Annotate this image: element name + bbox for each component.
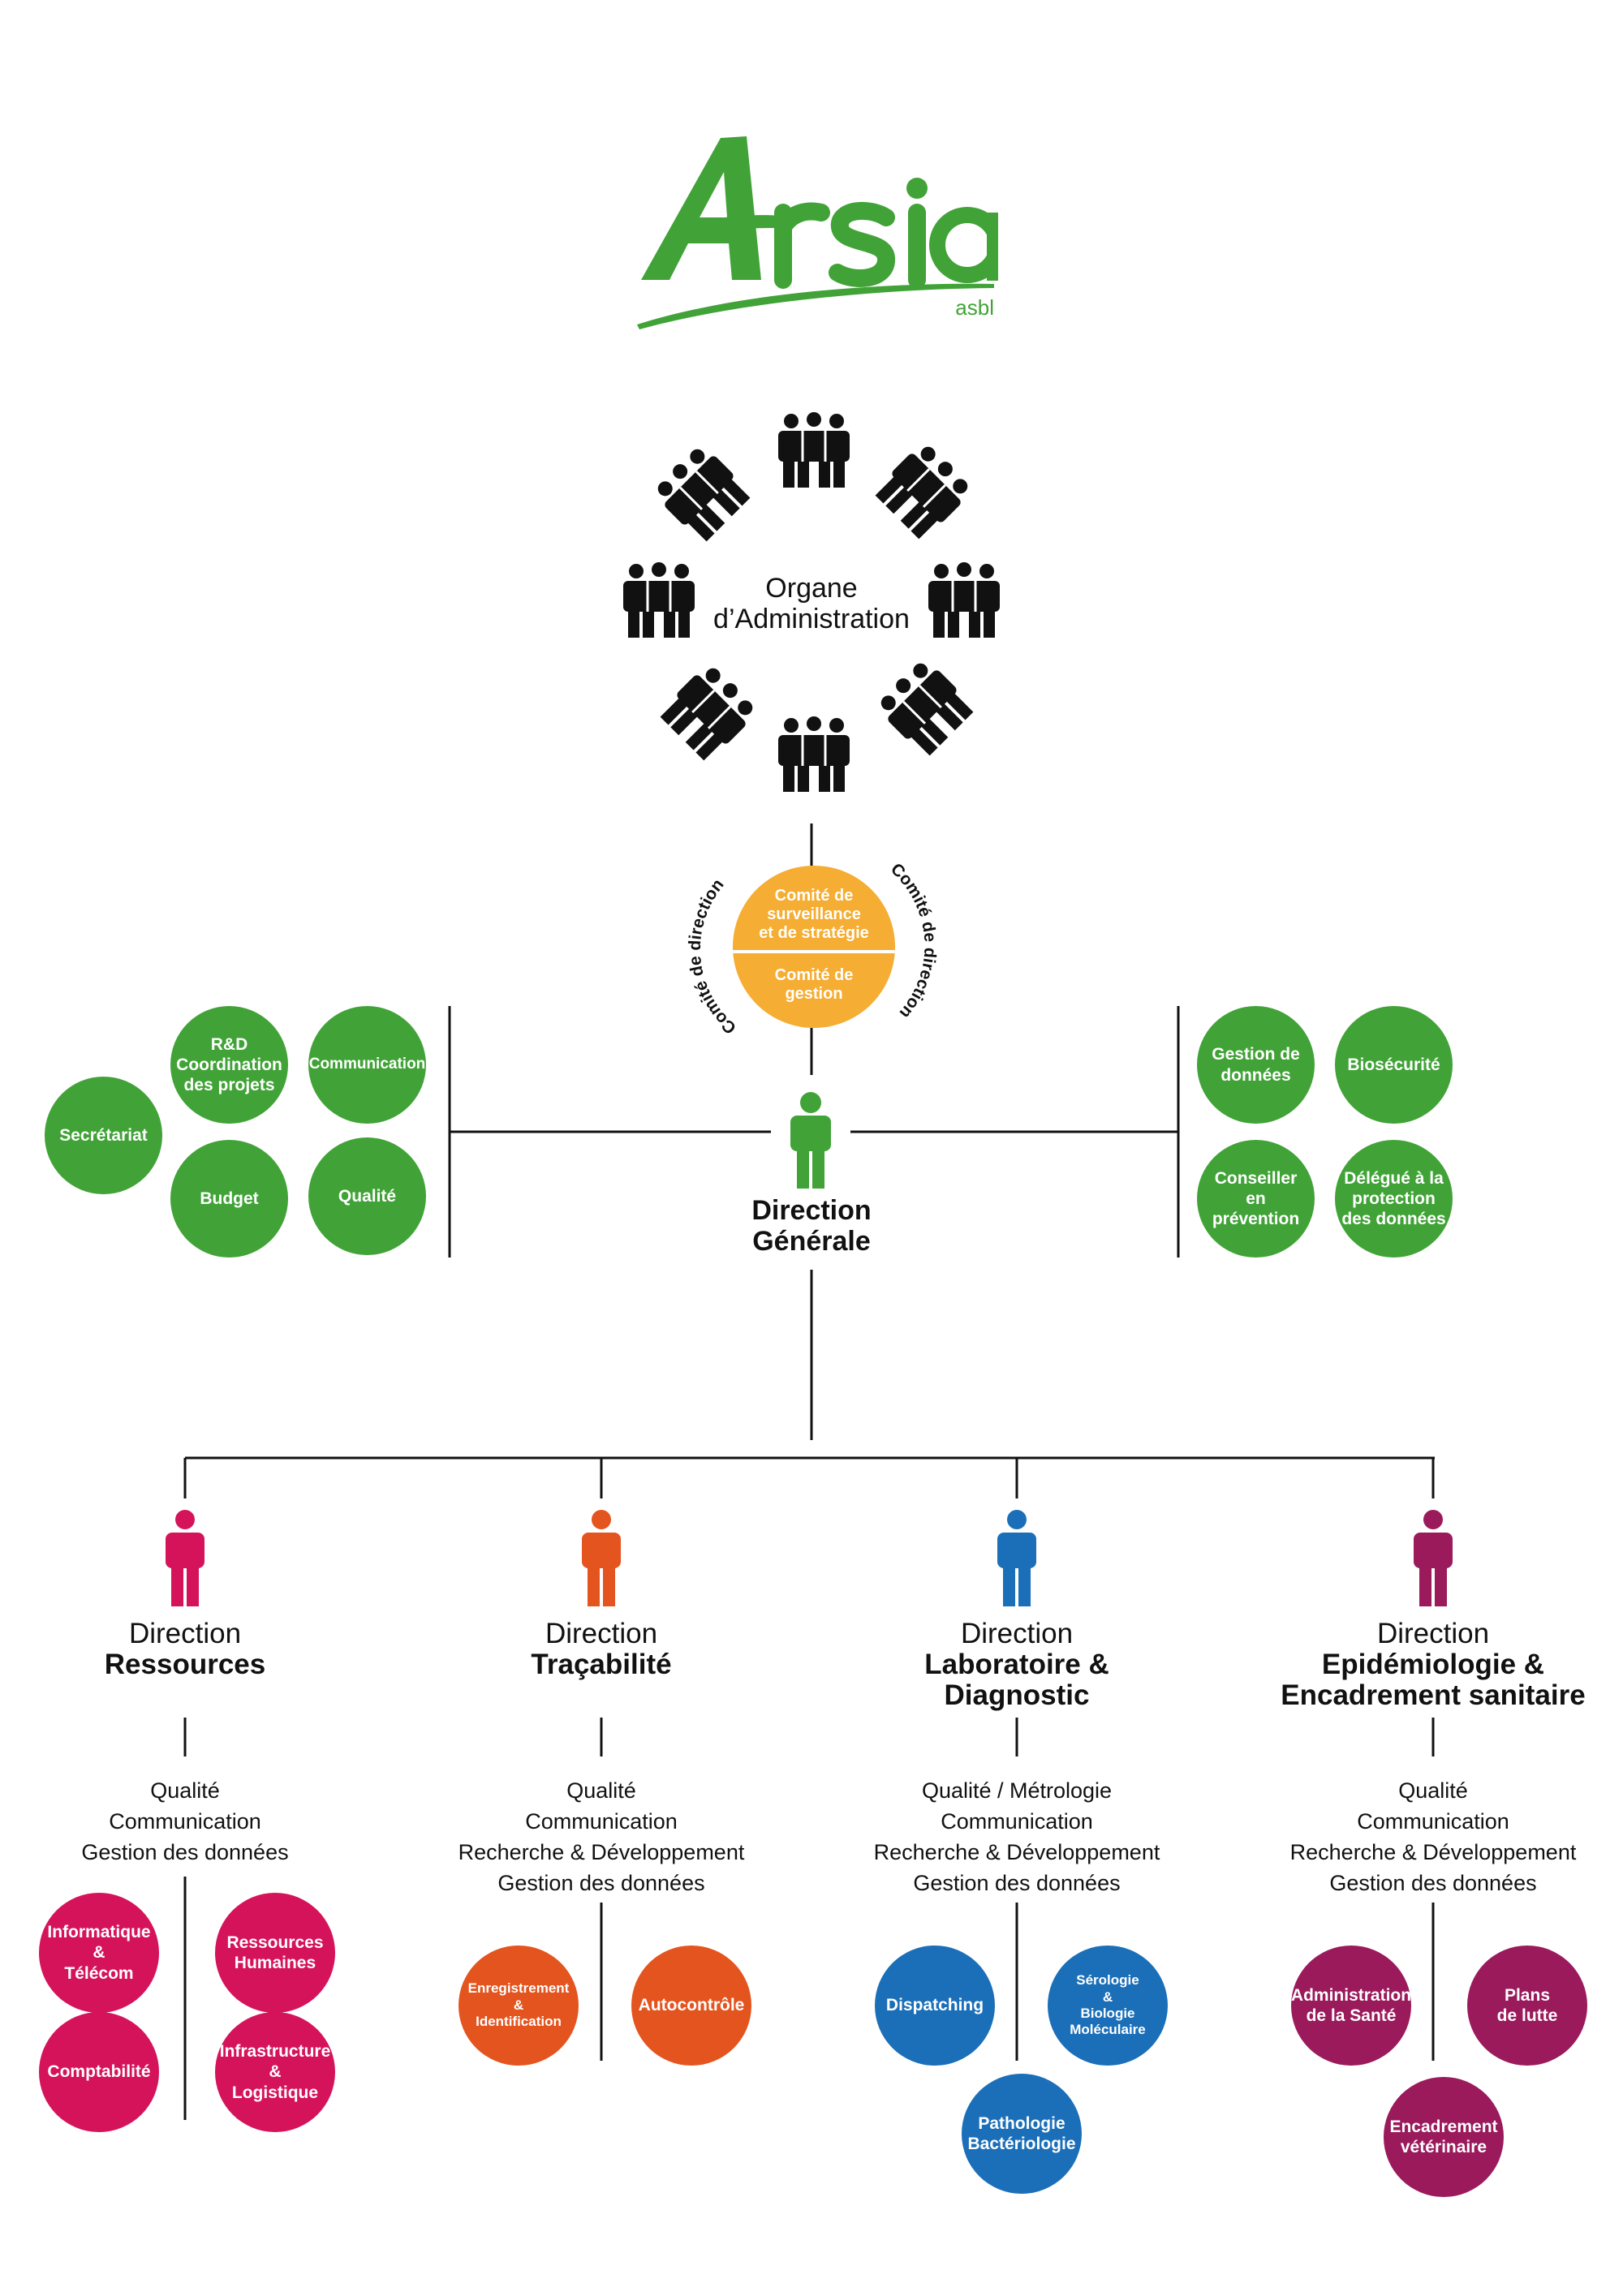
direction-label: Direction <box>128 1618 242 1649</box>
committee-divider <box>733 950 895 953</box>
unit-plans-de-lutte: Plans de lutte <box>1467 1946 1587 2066</box>
direction-epidemiologie-title: Direction Epidémiologie & Encadrement sa… <box>1206 1619 1623 1711</box>
arsia-logo: asbl <box>637 136 998 329</box>
responsibility-item: Qualité / Métrologie <box>921 1778 1113 1803</box>
unit-conseiller-prevention: Conseiller en prévention <box>1197 1140 1315 1258</box>
ring-label-right: Comité de direction <box>887 860 940 1022</box>
board-title-line1: Organe <box>765 573 858 604</box>
unit-dpo: Délégué à la protection des données <box>1335 1140 1453 1258</box>
responsibility-item: Gestion des données <box>913 1871 1121 1895</box>
responsibility-item: Recherche & Développement <box>458 1840 745 1864</box>
unit-gestion-donnees: Gestion de données <box>1197 1006 1315 1124</box>
direction-label: Direction <box>960 1618 1074 1649</box>
unit-enregistrement-identification: Enregistrement & Identification <box>458 1946 579 2066</box>
person-icon-tracabilite <box>582 1510 621 1606</box>
direction-label: Direction <box>545 1618 658 1649</box>
direction-label: Direction <box>1376 1618 1490 1649</box>
direction-name: Ressources <box>104 1649 266 1680</box>
responsibility-item: Communication <box>109 1809 261 1834</box>
unit-serologie-biologie: Sérologie & Biologie Moléculaire <box>1048 1946 1168 2066</box>
ressources-responsibilities: Qualité Communication Gestion des donnée… <box>0 1775 412 1868</box>
unit-administration-sante: Administration de la Santé <box>1291 1946 1411 2066</box>
person-icon-general <box>790 1092 831 1189</box>
committee-gestion: Comité de gestion <box>774 966 854 1003</box>
laboratoire-responsibilities: Qualité / Métrologie Communication Reche… <box>790 1775 1244 1898</box>
unit-budget: Budget <box>170 1140 288 1258</box>
unit-secretariat: Secrétariat <box>45 1077 162 1194</box>
epidemiologie-responsibilities: Qualité Communication Recherche & Dévelo… <box>1206 1775 1623 1898</box>
tracabilite-responsibilities: Qualité Communication Recherche & Dévelo… <box>374 1775 829 1898</box>
unit-infrastructure-logistique: Infrastructure & Logistique <box>215 2012 335 2132</box>
responsibility-item: Communication <box>525 1809 678 1834</box>
unit-biosecurite: Biosécurité <box>1335 1006 1453 1124</box>
board-title: Organe d’Administration <box>649 573 974 634</box>
unit-pathologie-bacteriologie: Pathologie Bactériologie <box>962 2074 1082 2194</box>
responsibility-item: Recherche & Développement <box>1289 1840 1577 1864</box>
unit-autocontrole: Autocontrôle <box>631 1946 751 2066</box>
responsibility-item: Qualité <box>150 1778 220 1803</box>
dg-title-line2: Générale <box>752 1226 871 1257</box>
responsibility-item: Gestion des données <box>1329 1871 1537 1895</box>
unit-communication: Communication <box>308 1006 426 1124</box>
ring-label-left: Comité de direction <box>686 875 740 1038</box>
person-icon-epidemiologie <box>1414 1510 1453 1606</box>
unit-dispatching: Dispatching <box>875 1946 995 2066</box>
unit-rd-coordination: R&D Coordination des projets <box>170 1006 288 1124</box>
unit-ressources-humaines: Ressources Humaines <box>215 1893 335 2013</box>
unit-qualite: Qualité <box>308 1137 426 1255</box>
responsibility-item: Communication <box>1357 1809 1509 1834</box>
committee-circle: Comité de surveillance et de stratégie C… <box>733 866 895 1028</box>
direction-generale-title: Direction Générale <box>649 1195 974 1257</box>
board-title-line2: d’Administration <box>713 604 910 634</box>
person-icon-ressources <box>166 1510 204 1606</box>
responsibility-item: Gestion des données <box>497 1871 705 1895</box>
direction-name: Laboratoire & Diagnostic <box>924 1649 1109 1711</box>
direction-ressources-title: Direction Ressources <box>0 1619 412 1680</box>
direction-tracabilite-title: Direction Traçabilité <box>374 1619 829 1680</box>
unit-comptabilite: Comptabilité <box>39 2012 159 2132</box>
direction-laboratoire-title: Direction Laboratoire & Diagnostic <box>790 1619 1244 1711</box>
responsibility-item: Qualité <box>566 1778 636 1803</box>
committee-surveillance: Comité de surveillance et de stratégie <box>759 887 869 942</box>
responsibility-item: Qualité <box>1398 1778 1468 1803</box>
responsibility-item: Gestion des données <box>81 1840 289 1864</box>
unit-encadrement-veterinaire: Encadrement vétérinaire <box>1384 2077 1504 2197</box>
responsibility-item: Communication <box>941 1809 1093 1834</box>
responsibility-item: Recherche & Développement <box>873 1840 1160 1864</box>
person-icon-laboratoire <box>997 1510 1036 1606</box>
dg-title-line1: Direction <box>751 1195 872 1226</box>
direction-name: Traçabilité <box>531 1649 672 1680</box>
logo-suffix: asbl <box>955 295 994 320</box>
unit-informatique-telecom: Informatique & Télécom <box>39 1893 159 2013</box>
direction-name: Epidémiologie & Encadrement sanitaire <box>1281 1649 1586 1711</box>
